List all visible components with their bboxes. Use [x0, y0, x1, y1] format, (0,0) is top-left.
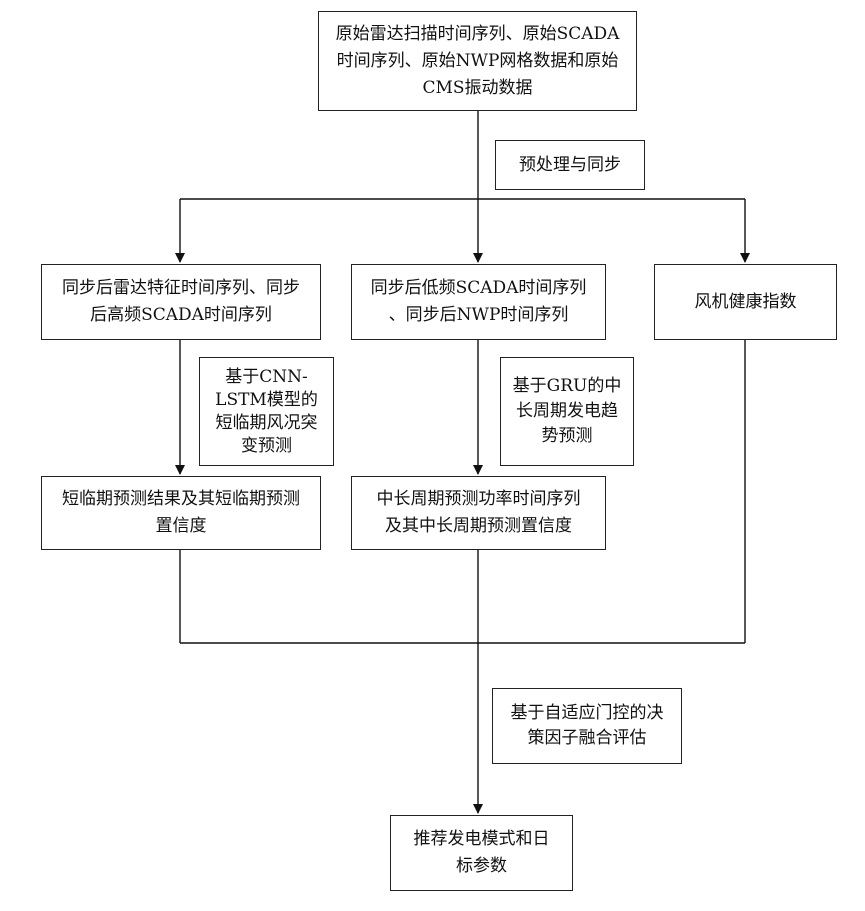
node-synced-radar-high-freq: 同步后雷达特征时间序列、同步 后高频SCADA时间序列	[41, 264, 321, 340]
label-fusion-text: 基于自适应门控的决 策因子融合评估	[511, 701, 664, 751]
label-cnn-lstm: 基于CNN- LSTM模型的 短临期风况突 变预测	[199, 357, 334, 466]
node-raw-data: 原始雷达扫描时间序列、原始SCADA 时间序列、原始NWP网格数据和原始 CMS…	[318, 11, 637, 111]
node-synced-low-freq-nwp: 同步后低频SCADA时间序列 、同步后NWP时间序列	[351, 264, 606, 340]
label-gru-text: 基于GRU的中 长周期发电趋 势预测	[513, 374, 622, 449]
node-long-term-result: 中长周期预测功率时间序列 及其中长周期预测置信度	[351, 476, 606, 550]
label-fusion: 基于自适应门控的决 策因子融合评估	[492, 688, 682, 764]
node-short-term-result: 短临期预测结果及其短临期预测 置信度	[41, 476, 321, 550]
node-long-term-result-text: 中长周期预测功率时间序列 及其中长周期预测置信度	[377, 486, 581, 540]
node-health-index: 风机健康指数	[654, 264, 837, 340]
node-short-term-result-text: 短临期预测结果及其短临期预测 置信度	[62, 486, 300, 540]
label-gru: 基于GRU的中 长周期发电趋 势预测	[500, 357, 634, 466]
node-synced-low-freq-text: 同步后低频SCADA时间序列 、同步后NWP时间序列	[371, 275, 587, 329]
label-preprocess: 预处理与同步	[495, 140, 645, 190]
node-synced-radar-text: 同步后雷达特征时间序列、同步 后高频SCADA时间序列	[62, 275, 300, 329]
node-recommended-mode-text: 推荐发电模式和日 标参数	[414, 826, 550, 880]
node-health-index-text: 风机健康指数	[695, 289, 797, 316]
node-recommended-mode: 推荐发电模式和日 标参数	[390, 815, 573, 891]
node-raw-data-text: 原始雷达扫描时间序列、原始SCADA 时间序列、原始NWP网格数据和原始 CMS…	[336, 21, 620, 102]
label-preprocess-text: 预处理与同步	[519, 153, 621, 178]
label-cnn-lstm-text: 基于CNN- LSTM模型的 短临期风况突 变预测	[215, 366, 318, 458]
